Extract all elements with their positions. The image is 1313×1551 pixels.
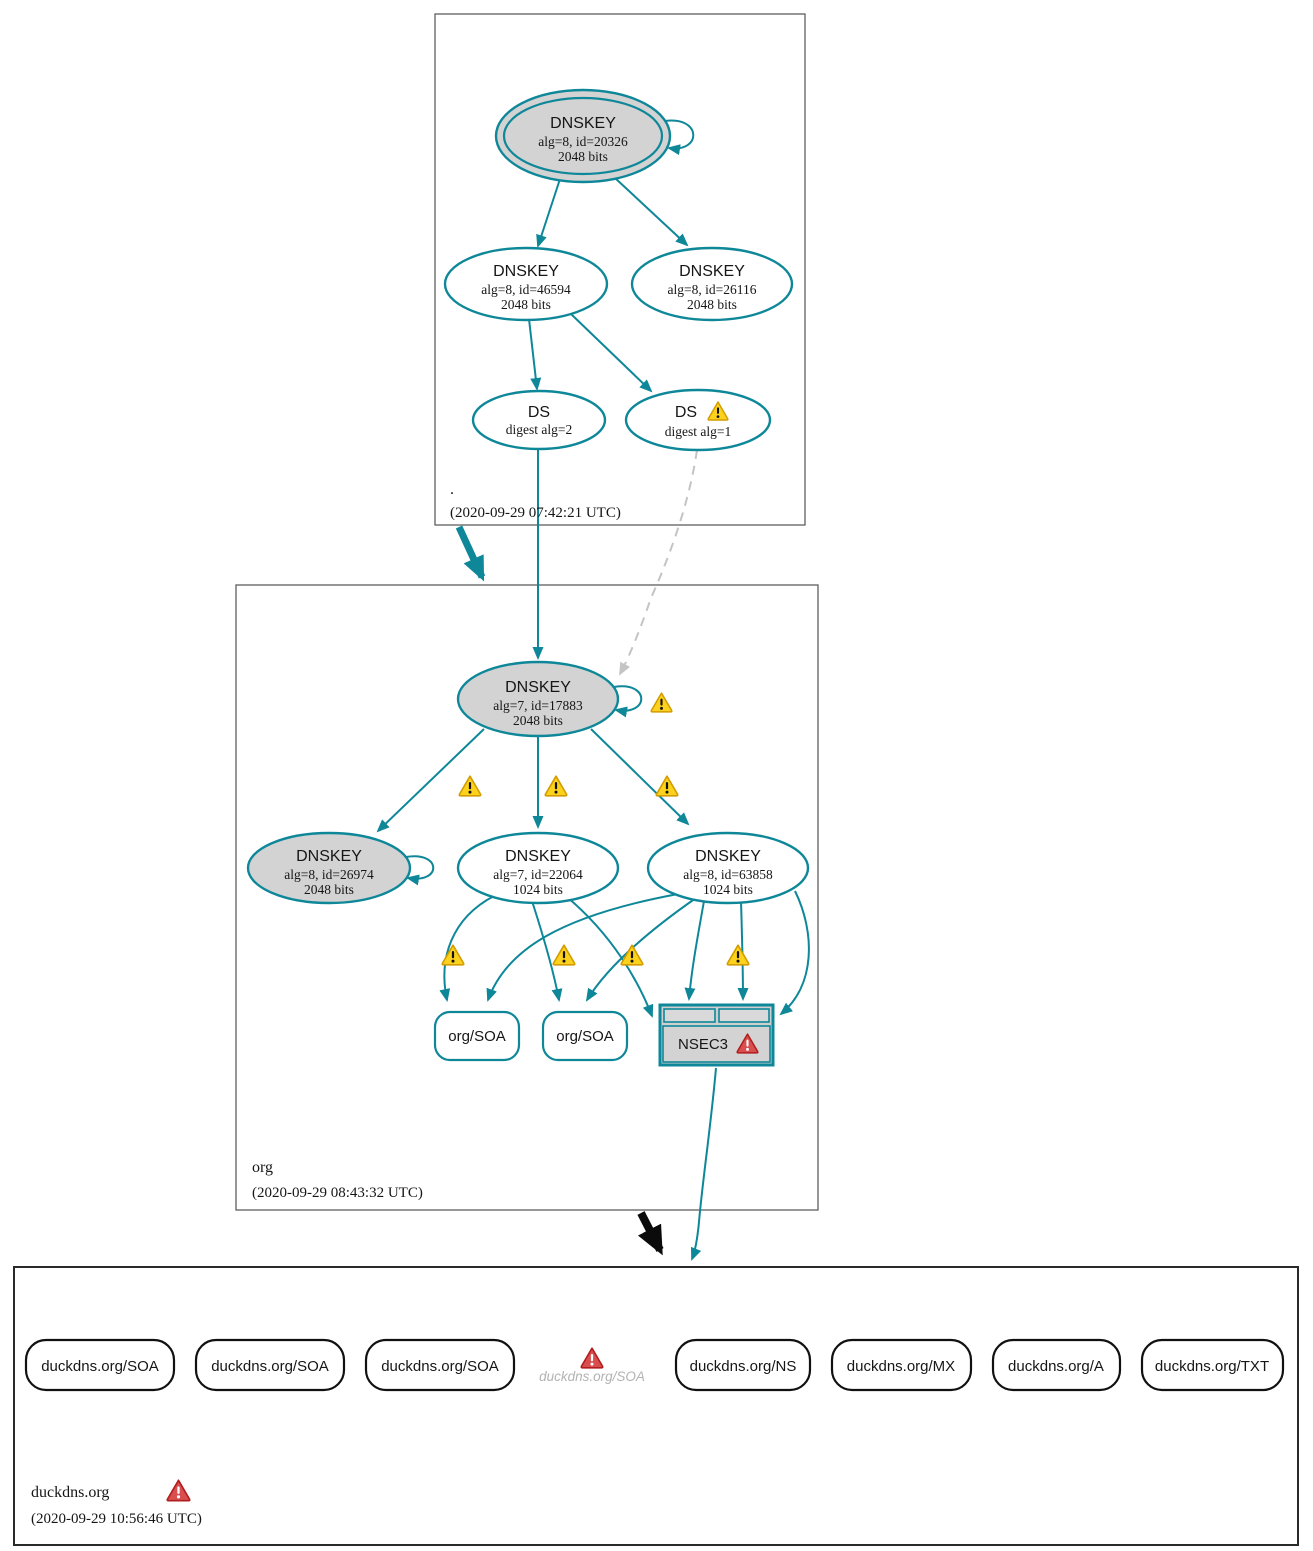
node-duckdns-soa-3[interactable]: duckdns.org/SOA [364, 1338, 516, 1392]
zone-label-duckdns: duckdns.org [31, 1484, 109, 1501]
node-title: DNSKEY [493, 263, 559, 280]
node-detail: digest alg=2 [506, 422, 572, 437]
warning-icon [458, 775, 482, 797]
edge-dnskey22064-nsec3-left [566, 896, 654, 1018]
node-title: DS [675, 404, 697, 421]
node-detail: alg=8, id=26974 [284, 867, 374, 882]
org-edges [376, 685, 810, 1261]
node-title: DNSKEY [550, 115, 616, 132]
edge-delegation-org-duckdns [637, 1211, 664, 1256]
zone-box-root [434, 13, 806, 526]
warning-icon [552, 944, 576, 966]
node-duckdns-a[interactable]: duckdns.org/A [991, 1338, 1122, 1392]
node-detail: 2048 bits [558, 149, 608, 164]
node-title: DNSKEY [679, 263, 745, 280]
edge-zsk46594-ds1 [570, 313, 653, 393]
node-nsec3[interactable]: NSEC3 [658, 1003, 775, 1067]
node-title: DNSKEY [695, 848, 761, 865]
node-ds-alg1[interactable]: DS digest alg=1 [624, 388, 772, 452]
node-label: org/SOA [448, 1028, 506, 1045]
zone-box-org [235, 584, 819, 1211]
node-duckdns-txt[interactable]: duckdns.org/TXT [1140, 1338, 1285, 1392]
edge-ksk17883-selfloop [613, 685, 643, 718]
node-dnskey-63858[interactable]: DNSKEY alg=8, id=63858 1024 bits [646, 831, 810, 905]
edge-dnskey26974-selfloop [405, 855, 435, 886]
node-title: DS [528, 404, 550, 421]
node-label: NSEC3 [678, 1036, 728, 1053]
node-duckdns-mx[interactable]: duckdns.org/MX [830, 1338, 973, 1392]
zone-label-root: . [450, 481, 454, 498]
node-title: DNSKEY [505, 848, 571, 865]
warning-icon [650, 692, 673, 713]
node-detail: 2048 bits [687, 297, 737, 312]
node-detail: alg=8, id=20326 [538, 134, 628, 149]
node-label: duckdns.org/NS [690, 1358, 797, 1375]
node-detail: alg=8, id=46594 [481, 282, 571, 297]
edge-ksk20326-selfloop [664, 119, 695, 156]
node-detail: 1024 bits [513, 882, 563, 897]
edge-dnskey22064-soa2 [531, 900, 563, 1002]
node-detail: 2048 bits [304, 882, 354, 897]
node-label: duckdns.org/SOA [41, 1358, 159, 1375]
node-detail: alg=7, id=22064 [493, 867, 583, 882]
node-duckdns-soa-missing[interactable]: duckdns.org/SOA [539, 1347, 645, 1384]
zone-timestamp-org: (2020-09-29 08:43:32 UTC) [252, 1185, 423, 1201]
node-label: duckdns.org/A [1008, 1358, 1104, 1375]
root-edges [455, 119, 698, 676]
node-dnskey-22064[interactable]: DNSKEY alg=7, id=22064 1024 bits [456, 831, 620, 905]
warning-icon [441, 944, 465, 966]
node-title: DNSKEY [296, 848, 362, 865]
warning-icon [726, 944, 750, 966]
edge-ksk17883-dnskey26974 [376, 728, 485, 833]
zone-timestamp-duckdns: (2020-09-29 10:56:46 UTC) [31, 1511, 202, 1527]
node-detail: alg=8, id=26116 [668, 282, 757, 297]
zone-label-org: org [252, 1159, 273, 1176]
error-icon [166, 1479, 191, 1502]
edge-ds1-org-ksk-dashed [619, 449, 698, 676]
node-label: duckdns.org/SOA [211, 1358, 329, 1375]
edge-ksk20326-zsk46594 [536, 178, 561, 248]
node-duckdns-ns[interactable]: duckdns.org/NS [674, 1338, 812, 1392]
node-detail: alg=7, id=17883 [493, 698, 583, 713]
node-label: duckdns.org/TXT [1155, 1358, 1269, 1375]
error-icon [580, 1347, 604, 1369]
node-dnskey-20326[interactable]: DNSKEY alg=8, id=20326 2048 bits [494, 88, 672, 184]
node-ds-alg2[interactable]: DS digest alg=2 [471, 389, 607, 451]
node-dnskey-17883[interactable]: DNSKEY alg=7, id=17883 2048 bits [456, 660, 620, 738]
edge-ksk17883-dnskey63858 [590, 728, 690, 826]
node-detail: alg=8, id=63858 [683, 867, 773, 882]
node-duckdns-soa-1[interactable]: duckdns.org/SOA [24, 1338, 176, 1392]
edge-dnskey63858-nsec3-top1 [684, 900, 705, 1001]
zone-timestamp-root: (2020-09-29 07:42:21 UTC) [450, 505, 621, 521]
node-detail: digest alg=1 [665, 424, 731, 439]
node-dnskey-46594[interactable]: DNSKEY alg=8, id=46594 2048 bits [443, 246, 609, 322]
edge-delegation-root-org [455, 525, 486, 582]
edge-dnskey63858-soa2 [585, 897, 697, 1002]
node-title: DNSKEY [505, 679, 571, 696]
edge-dnskey63858-soa1 [486, 893, 679, 1002]
node-duckdns-soa-2[interactable]: duckdns.org/SOA [194, 1338, 346, 1392]
node-detail: 2048 bits [513, 713, 563, 728]
edge-ksk20326-zsk26116 [614, 177, 689, 247]
node-label: duckdns.org/SOA [381, 1358, 499, 1375]
node-label: org/SOA [556, 1028, 614, 1045]
edge-dnskey63858-nsec3-right [779, 890, 810, 1016]
zone-box-duckdns [13, 1266, 1299, 1546]
edge-zsk46594-ds2 [528, 318, 542, 391]
node-label: duckdns.org/SOA [539, 1369, 645, 1384]
warning-icon [544, 775, 568, 797]
edge-dnskey63858-nsec3-top2 [737, 900, 749, 1001]
node-org-soa-2[interactable]: org/SOA [541, 1010, 629, 1062]
node-dnskey-26116[interactable]: DNSKEY alg=8, id=26116 2048 bits [630, 246, 794, 322]
warning-icon [655, 775, 679, 797]
edge-nsec3-duckdns [690, 1067, 717, 1261]
node-dnskey-26974[interactable]: DNSKEY alg=8, id=26974 2048 bits [246, 831, 412, 905]
node-detail: 1024 bits [703, 882, 753, 897]
node-label: duckdns.org/MX [847, 1358, 955, 1375]
node-org-soa-1[interactable]: org/SOA [433, 1010, 521, 1062]
node-detail: 2048 bits [501, 297, 551, 312]
edge-dnskey22064-soa1 [439, 895, 495, 1002]
